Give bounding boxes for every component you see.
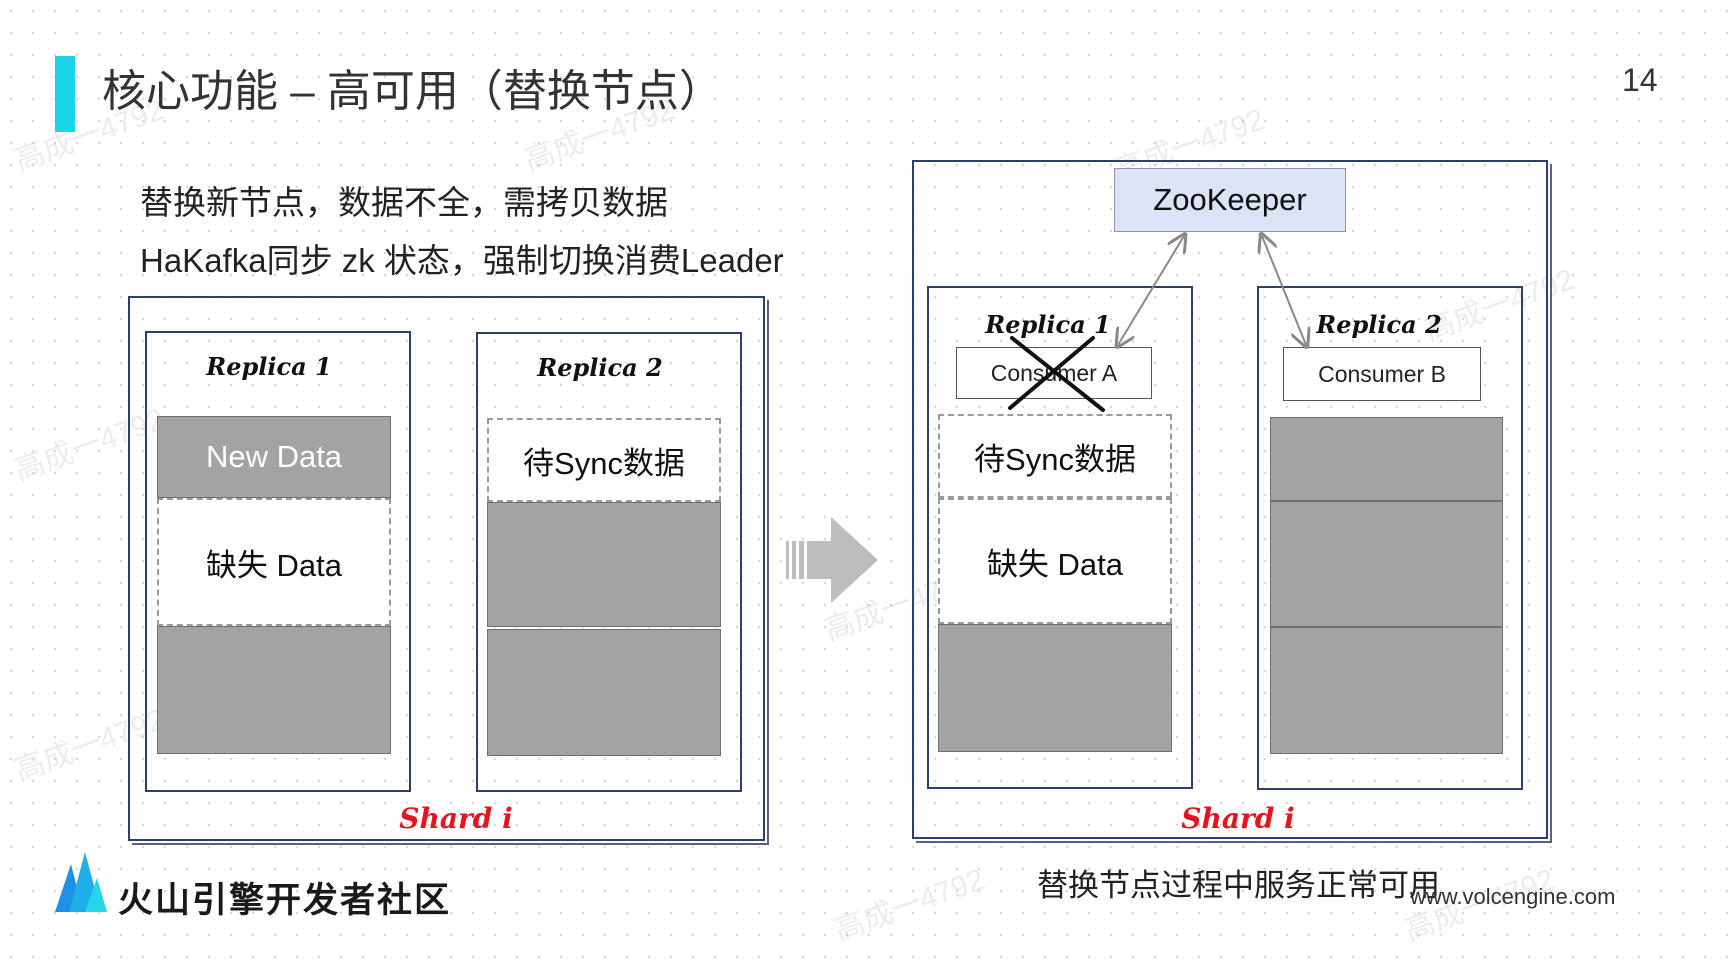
right-replica1-label: Replica 1 bbox=[985, 310, 1111, 339]
data-block bbox=[487, 502, 721, 627]
footer-brand: 火山引擎开发者社区 bbox=[118, 881, 452, 920]
data-block bbox=[1270, 417, 1503, 501]
page-title: 核心功能 – 高可用（替换节点） bbox=[102, 67, 723, 116]
watermark: 高成一4792 bbox=[830, 862, 989, 948]
bullet-text-2: HaKafka同步 zk 状态，强制切换消费Leader bbox=[140, 242, 784, 279]
left-shard-box bbox=[128, 296, 765, 841]
page-number: 14 bbox=[1622, 62, 1658, 98]
right-diagram-caption: 替换节点过程中服务正常可用 bbox=[1037, 868, 1440, 903]
pending-sync-block: 待Sync数据 bbox=[938, 414, 1172, 498]
new-data-block: New Data bbox=[157, 416, 391, 498]
data-block bbox=[938, 624, 1172, 752]
missing-data-block: 缺失 Data bbox=[938, 498, 1172, 624]
zookeeper-node: ZooKeeper bbox=[1114, 168, 1346, 232]
consumer-a-box: Consumer A bbox=[956, 347, 1152, 399]
data-block bbox=[487, 629, 721, 756]
left-replica2-label: Replica 2 bbox=[537, 353, 663, 382]
title-accent-bar bbox=[55, 56, 75, 132]
consumer-b-box: Consumer B bbox=[1283, 347, 1481, 401]
left-shard-label: Shard i bbox=[399, 802, 513, 835]
data-block bbox=[1270, 501, 1503, 627]
footer-url[interactable]: www.volcengine.com bbox=[1410, 884, 1616, 909]
missing-data-block: 缺失 Data bbox=[157, 498, 391, 626]
data-block bbox=[1270, 627, 1503, 754]
left-replica2-box bbox=[476, 332, 742, 792]
right-replica2-box bbox=[1257, 286, 1523, 790]
volcengine-logo-icon bbox=[55, 852, 107, 912]
bullet-text-1: 替换新节点，数据不全，需拷贝数据 bbox=[140, 184, 668, 221]
data-block bbox=[157, 626, 391, 754]
right-shard-label: Shard i bbox=[1181, 802, 1295, 835]
right-shard-box bbox=[912, 160, 1548, 839]
left-replica1-label: Replica 1 bbox=[206, 352, 332, 381]
pending-sync-block: 待Sync数据 bbox=[487, 418, 721, 502]
left-replica1-box bbox=[145, 331, 411, 792]
right-replica1-box bbox=[927, 286, 1193, 789]
right-replica2-label: Replica 2 bbox=[1316, 310, 1442, 339]
